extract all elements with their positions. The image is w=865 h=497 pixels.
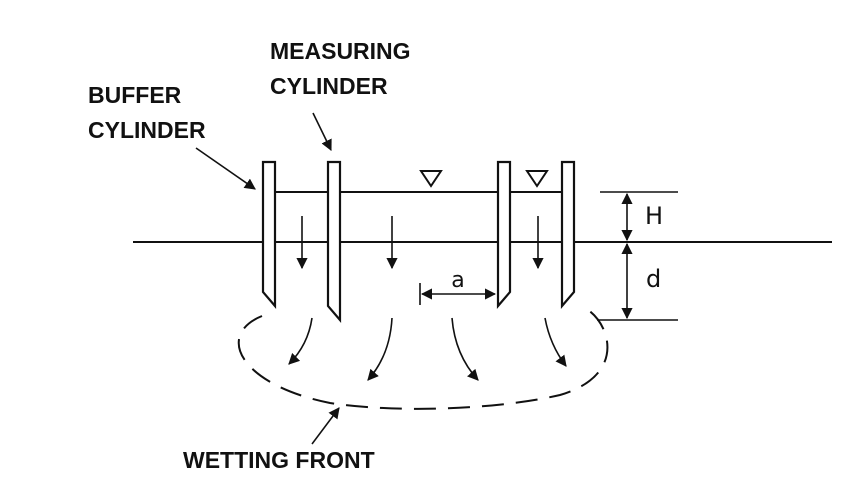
measuring-cylinder-leader-arrow [312, 112, 332, 152]
flow-arrow-4 [544, 317, 567, 367]
buffer-cylinder-wall-left [261, 160, 277, 309]
flow-arrow-1 [288, 317, 313, 365]
buffer-cylinder-label-line2: CYLINDER [88, 117, 206, 143]
depth-label: d [646, 265, 661, 293]
measuring-cylinder-label-line1: MEASURING [270, 38, 411, 64]
measuring-cylinder-wall-right [496, 160, 512, 309]
flow-arrow-3 [451, 317, 479, 381]
measuring-cylinder-label-line2: CYLINDER [270, 73, 388, 99]
flow-arrow-2 [367, 317, 393, 381]
water-level-symbol-inner [419, 170, 443, 188]
buffer-cylinder-leader-arrow [195, 147, 256, 190]
wetting-front-leader-arrow [311, 407, 340, 445]
head-label: H [645, 202, 663, 230]
spacing-label: a [451, 268, 464, 293]
wetting-front-label: WETTING FRONT [183, 447, 375, 473]
water-level-symbol-outer [525, 170, 549, 188]
measuring-cylinder-wall-left [326, 160, 342, 323]
wetting-front-curve [237, 307, 609, 410]
buffer-cylinder-label-line1: BUFFER [88, 82, 182, 108]
buffer-cylinder-wall-right [560, 160, 576, 309]
